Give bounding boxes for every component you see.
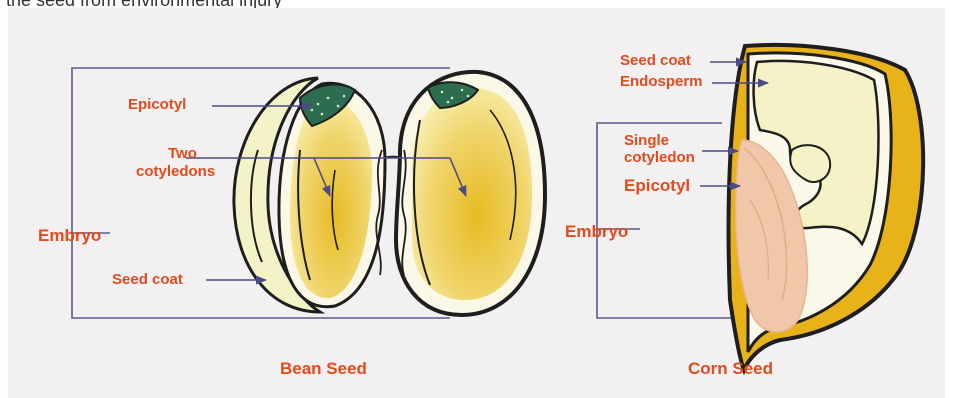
bean-seed-coat-label: Seed coat [112, 272, 183, 288]
bean-embryo-label: Embryo [38, 227, 101, 245]
corn-seed-coat-label: Seed coat [620, 53, 691, 69]
bean-epicotyl-label: Epicotyl [128, 97, 186, 113]
corn-single-cotyledon-label-line1: Single [624, 133, 669, 149]
corn-single-cotyledon-label-line2: cotyledon [624, 150, 695, 166]
bean-seed-title: Bean Seed [280, 360, 367, 378]
corn-seed-title: Corn Seed [688, 360, 773, 378]
bean-cotyledon-right [396, 72, 545, 315]
corn-endosperm-label: Endosperm [620, 74, 703, 90]
bean-two-cotyledons-label-line1: Two [168, 146, 197, 162]
bean-two-cotyledons-label-line2: cotyledons [136, 164, 215, 180]
corn-embryo-label: Embryo [565, 223, 628, 241]
corn-epicotyl-label: Epicotyl [624, 177, 690, 195]
